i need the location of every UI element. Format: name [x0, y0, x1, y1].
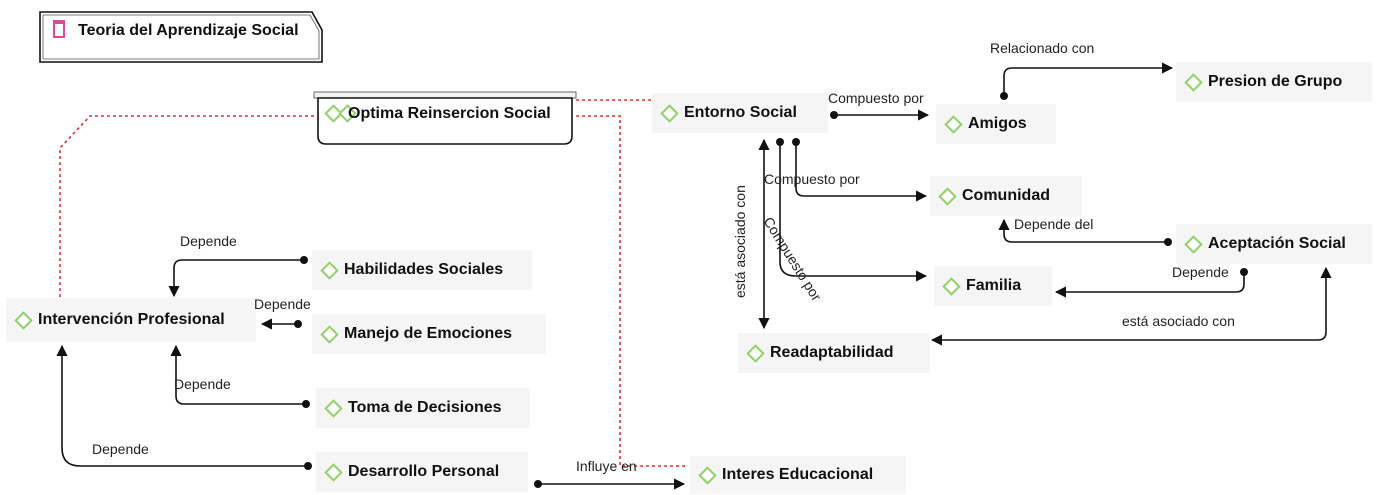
diamond-icon	[942, 276, 961, 296]
node-label: Presion de Grupo	[1208, 73, 1343, 90]
dot-manejo	[294, 320, 302, 328]
node-toma-de-decisiones[interactable]: Toma de Decisiones	[316, 388, 530, 428]
edge-amigos-presion	[1003, 62, 1174, 96]
node-desarrollo-personal[interactable]: Desarrollo Personal	[316, 452, 528, 492]
node-optima-reinsercion-social[interactable]: Optima Reinsercion Social	[314, 92, 576, 144]
edge-entorno-comunidad	[795, 142, 928, 202]
dot-toma	[302, 400, 310, 408]
edge-label-compuesto-amigos: Compuesto por	[828, 90, 924, 106]
edge-aceptacion-comunidad	[998, 218, 1168, 243]
diamond-icon	[320, 260, 339, 280]
diamond-icon	[746, 343, 765, 363]
node-label: Habilidades Sociales	[344, 261, 504, 278]
node-amigos[interactable]: Amigos	[936, 104, 1056, 144]
node-presion-de-grupo[interactable]: Presion de Grupo	[1176, 62, 1372, 102]
diamond-icon	[698, 465, 717, 485]
diamond-icon	[944, 114, 963, 134]
dot-entorno-b	[792, 138, 800, 146]
diamond-icon	[938, 186, 957, 206]
node-intervencion-profesional[interactable]: Intervención Profesional	[6, 298, 256, 342]
node-label: Comunidad	[962, 187, 1050, 204]
dot-entorno-a	[776, 138, 784, 146]
node-comunidad[interactable]: Comunidad	[930, 176, 1082, 216]
dot-desarrollo-bottom	[534, 480, 542, 488]
node-label: Optima Reinsercion Social	[348, 105, 551, 122]
edge-label-depende-habilidades: Depende	[180, 233, 237, 249]
dot-entorno-right	[830, 111, 838, 119]
node-entorno-social[interactable]: Entorno Social	[652, 93, 828, 133]
node-manejo-de-emociones[interactable]: Manejo de Emociones	[312, 314, 546, 354]
edge-aceptacion-readapt	[930, 266, 1332, 346]
node-familia[interactable]: Familia	[934, 266, 1052, 306]
dot-aceptacion-left	[1164, 238, 1172, 246]
edges	[56, 62, 1332, 490]
node-label: Intervención Profesional	[38, 311, 225, 328]
title-note[interactable]: Teoria del Aprendizaje Social	[40, 12, 322, 62]
note-icon	[53, 20, 65, 38]
diamond-icon	[1184, 72, 1203, 92]
title-frame	[39, 11, 323, 63]
node-label: Familia	[966, 277, 1022, 294]
edge-desarrollo-intervencion	[56, 344, 308, 467]
dashed-link-optima-interes	[576, 115, 688, 467]
edge-entorno-familia	[779, 142, 928, 282]
node-interes-educacional[interactable]: Interes Educacional	[690, 456, 906, 494]
node-label: Manejo de Emociones	[344, 325, 513, 342]
node-readaptabilidad[interactable]: Readaptabilidad	[738, 333, 930, 373]
diagram-title: Teoria del Aprendizaje Social	[78, 22, 299, 39]
title-frame-inner	[42, 14, 320, 60]
node-label: Amigos	[968, 115, 1027, 132]
dot-desarrollo	[304, 462, 312, 470]
node-label: Aceptación Social	[1208, 235, 1346, 252]
diamond-icon	[1184, 234, 1203, 254]
node-label: Readaptabilidad	[770, 344, 894, 361]
edge-label-compuesto-comunidad: Compuesto por	[764, 171, 860, 187]
edge-label-influye: Influye en	[576, 458, 637, 474]
edge-label-depende-toma: Depende	[174, 376, 231, 392]
diamond-icon	[320, 324, 339, 344]
node-label: Interes Educacional	[722, 466, 874, 483]
optima-frame	[317, 97, 573, 145]
edge-habilidades-intervencion	[168, 259, 304, 298]
edge-label-relacionado: Relacionado con	[990, 40, 1095, 56]
node-label: Toma de Decisiones	[348, 399, 502, 416]
edge-label-depende-familia: Depende	[1172, 264, 1229, 280]
edge-label-depende-del: Depende del	[1014, 216, 1094, 232]
dot-amigos	[1000, 92, 1008, 100]
diamond-icon	[324, 462, 343, 482]
diamond-icon	[660, 103, 679, 123]
node-label: Desarrollo Personal	[348, 463, 500, 480]
edge-label-depende-manejo: Depende	[254, 296, 311, 312]
node-aceptacion-social[interactable]: Aceptación Social	[1176, 224, 1372, 264]
diamond-icon	[324, 398, 343, 418]
edge-label-asociado-vertical: está asociado con	[732, 185, 748, 298]
diamond-icon	[14, 310, 33, 330]
dashed-links	[59, 99, 688, 467]
dot-habilidades	[300, 256, 308, 264]
dot-aceptacion-bottom	[1240, 268, 1248, 276]
node-habilidades-sociales[interactable]: Habilidades Sociales	[312, 250, 532, 290]
edge-dots	[294, 92, 1248, 488]
edge-label-depende-desarrollo: Depende	[92, 441, 149, 457]
dashed-link-optima-intervencion	[59, 115, 314, 298]
edge-label-asociado-readapt: está asociado con	[1122, 313, 1235, 329]
node-label: Entorno Social	[684, 104, 797, 121]
edge-toma-intervencion	[170, 344, 306, 405]
